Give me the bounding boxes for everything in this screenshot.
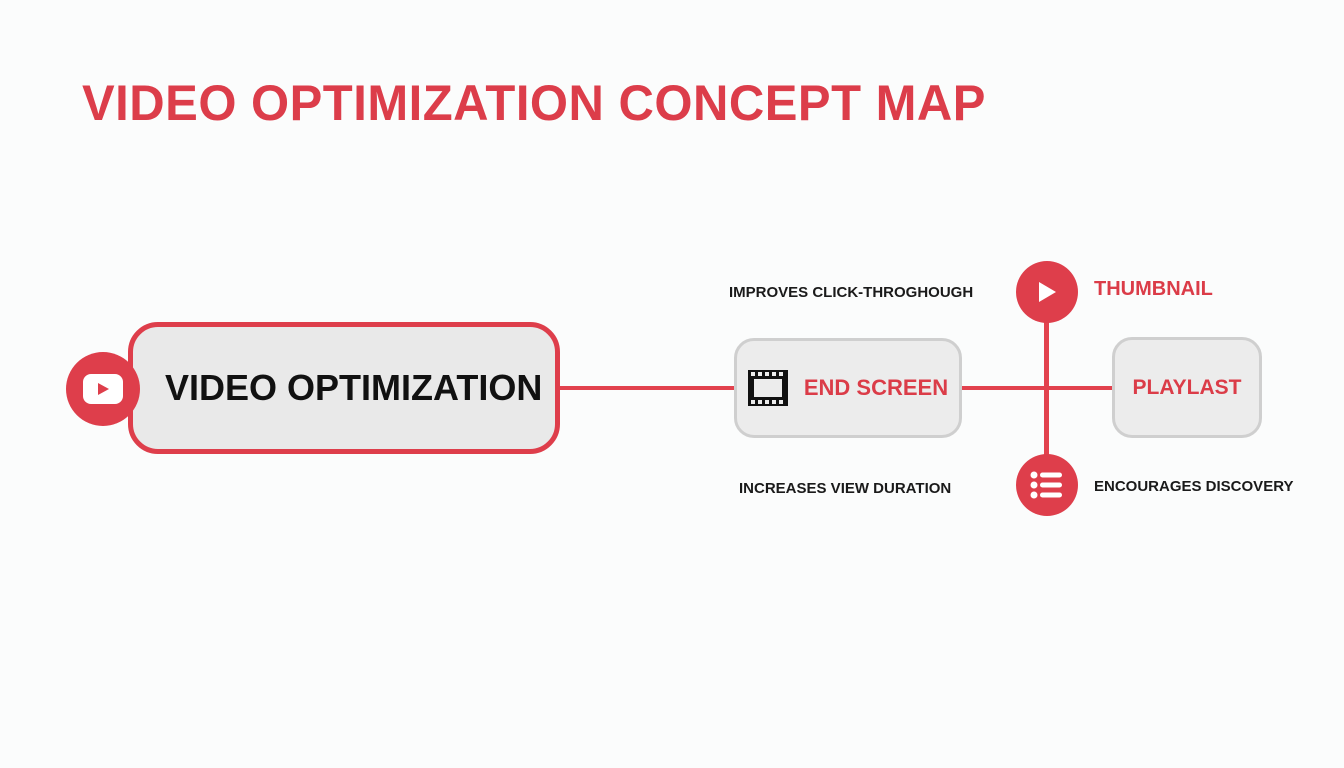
connector-endscreen-to-playlist [960, 386, 1114, 390]
main-node-video-optimization[interactable]: VIDEO OPTIMIZATION [128, 322, 560, 454]
list-icon[interactable] [1016, 454, 1078, 516]
thumbnail-play-icon[interactable] [1016, 261, 1078, 323]
thumbnail-label: THUMBNAIL [1094, 278, 1213, 300]
annotation-discovery: ENCOURAGES DISCOVERY [1094, 478, 1294, 495]
connector-vertical-branch [1044, 300, 1049, 484]
node-end-screen[interactable]: END SCREEN [734, 338, 962, 438]
annotation-view-duration: INCREASES VIEW DURATION [739, 480, 952, 497]
film-strip-icon [747, 370, 788, 406]
node-playlist[interactable]: PLAYLAST [1112, 337, 1262, 438]
youtube-play-icon [66, 352, 140, 426]
end-screen-label: END SCREEN [803, 375, 949, 400]
page-title: VIDEO OPTIMIZATION CONCEPT MAP [82, 75, 986, 131]
connector-main-to-endscreen [560, 386, 736, 390]
playlist-label: PLAYLAST [1132, 375, 1242, 399]
main-node-label: VIDEO OPTIMIZATION [165, 367, 543, 408]
annotation-click-through: IMPROVES CLICK-THROGHOUGH [729, 284, 974, 301]
